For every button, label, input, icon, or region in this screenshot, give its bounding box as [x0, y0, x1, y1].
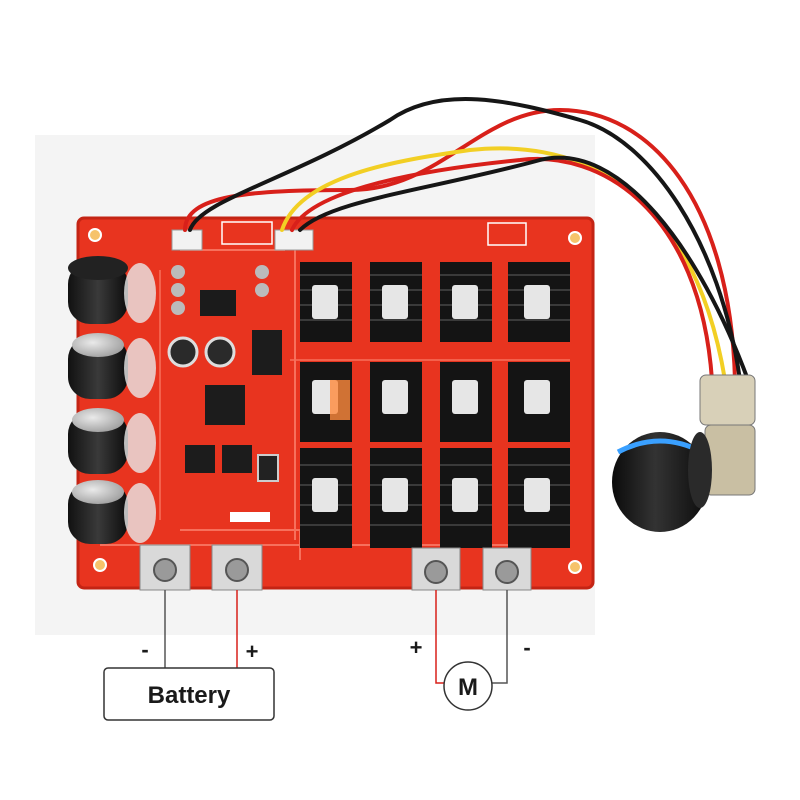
motor-circle	[443, 661, 493, 711]
battery-label: Battery	[148, 682, 231, 709]
potentiometer-knob	[612, 374, 756, 532]
header-connectors	[171, 229, 314, 251]
wiring-diagram	[103, 590, 508, 721]
screw-terminals	[139, 544, 532, 591]
motor-pos-wire	[435, 590, 445, 684]
motor-positive-label: +	[410, 635, 423, 660]
motor-neg-wire	[492, 590, 508, 684]
signal-wires	[183, 97, 750, 382]
motor-negative-label: -	[523, 635, 530, 660]
motor-label: M	[458, 674, 478, 701]
capacitors	[68, 256, 156, 544]
battery-positive-label: +	[246, 639, 259, 664]
battery-negative-label: -	[141, 637, 148, 662]
battery-box	[103, 667, 275, 721]
small-components	[167, 265, 282, 482]
heatsink-array	[300, 262, 570, 548]
